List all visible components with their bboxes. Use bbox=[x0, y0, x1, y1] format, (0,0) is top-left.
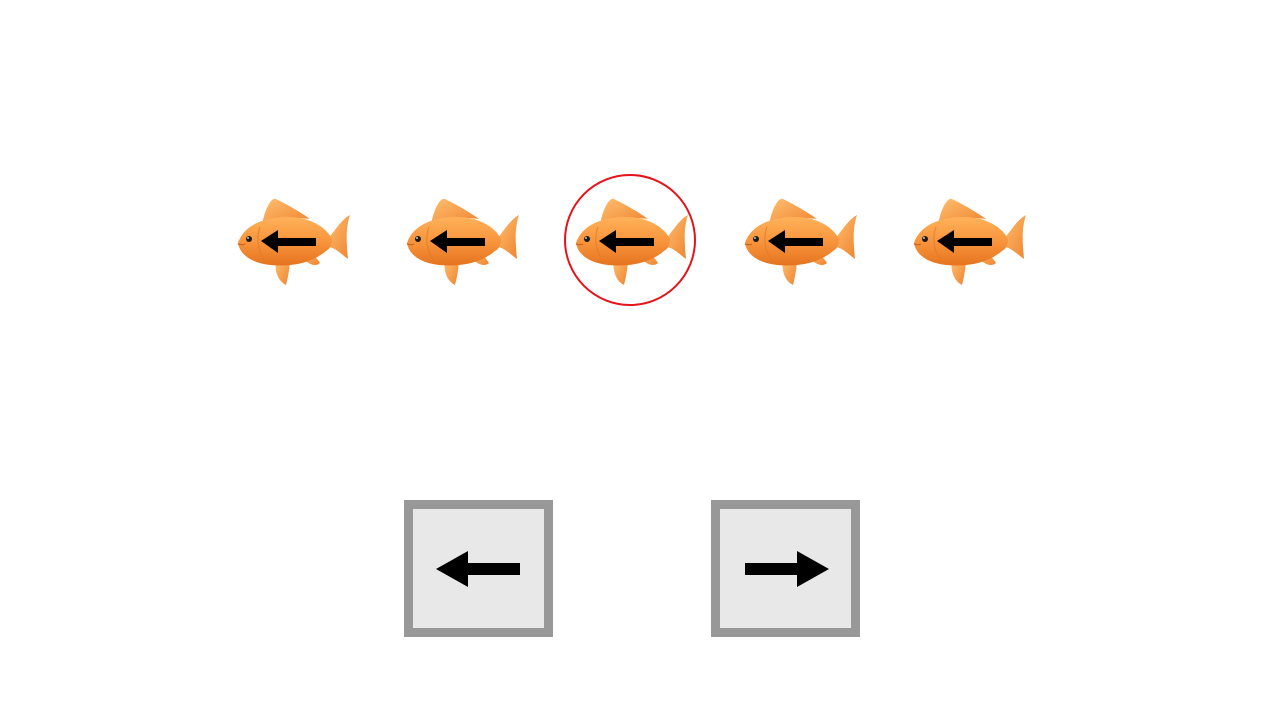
right-arrow-icon bbox=[744, 550, 829, 587]
left-response-button[interactable] bbox=[404, 500, 553, 637]
flanker-fish-4 bbox=[739, 193, 859, 289]
left-arrow-icon bbox=[908, 193, 1028, 289]
target-fish bbox=[570, 193, 690, 289]
left-arrow-icon bbox=[232, 193, 352, 289]
left-arrow-icon bbox=[435, 550, 520, 587]
flanker-fish-1 bbox=[232, 193, 352, 289]
left-arrow-icon bbox=[739, 193, 859, 289]
flanker-fish-2 bbox=[401, 193, 521, 289]
left-arrow-icon bbox=[401, 193, 521, 289]
left-arrow-icon bbox=[570, 193, 690, 289]
flanker-fish-5 bbox=[908, 193, 1028, 289]
right-response-button[interactable] bbox=[711, 500, 860, 637]
